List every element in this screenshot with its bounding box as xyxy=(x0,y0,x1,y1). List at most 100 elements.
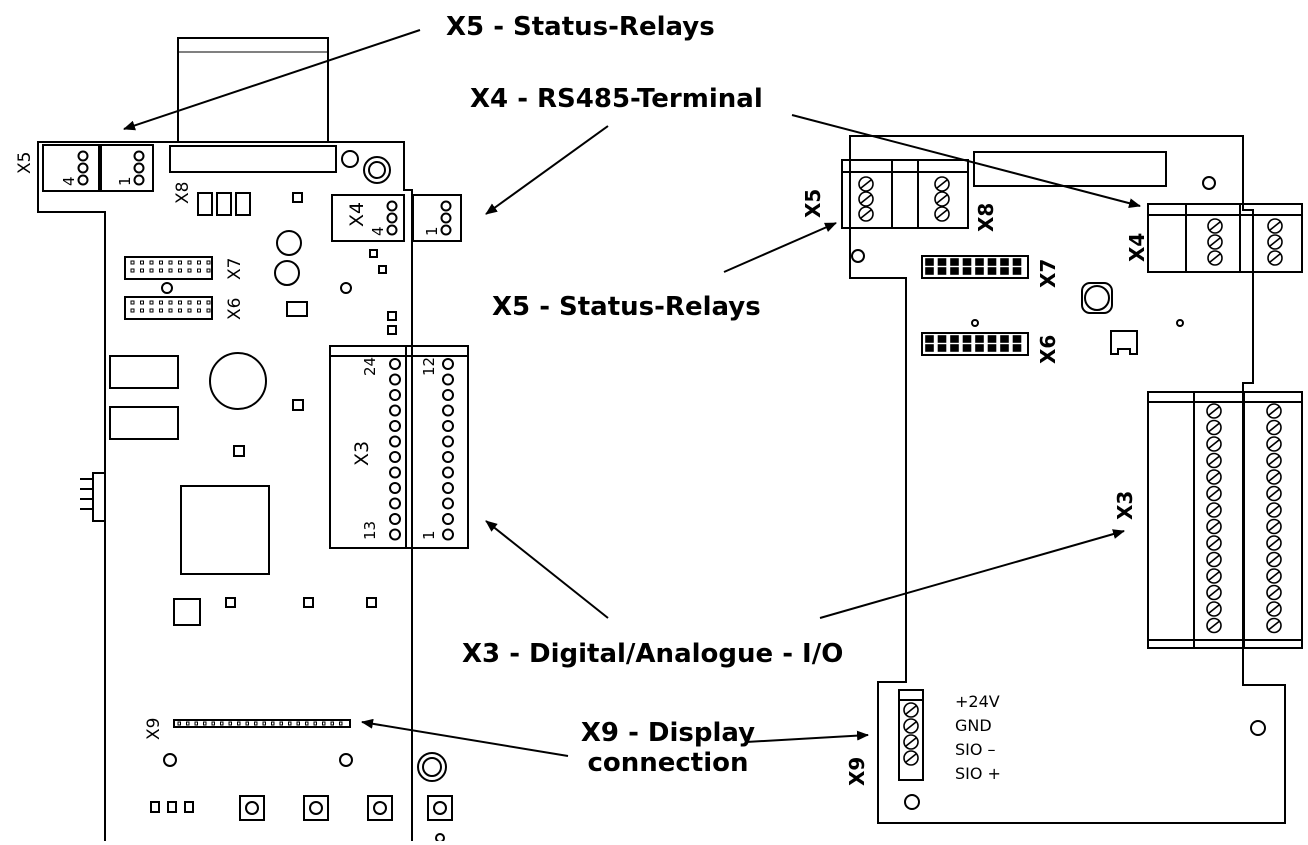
x3-pin xyxy=(389,466,401,479)
x3-pin xyxy=(389,482,401,494)
right-label-x9: X9 xyxy=(845,757,869,786)
header-pin xyxy=(950,258,959,266)
terminal-screw xyxy=(1206,436,1222,452)
terminal-screw xyxy=(858,191,874,207)
x9-pin xyxy=(254,721,258,726)
x9-pin xyxy=(339,721,343,726)
left-pin-label: 24 xyxy=(361,357,379,376)
left-label-x5: X5 xyxy=(15,152,35,174)
terminal-screw xyxy=(1207,250,1223,266)
terminal-screw xyxy=(1266,617,1282,634)
header-pin xyxy=(187,260,192,265)
arrow-x3-right xyxy=(819,529,1125,619)
header-pin xyxy=(140,268,144,273)
x9-pin xyxy=(330,721,334,726)
x9-pin xyxy=(186,721,190,726)
header-pin xyxy=(925,344,934,352)
header-pin xyxy=(197,300,201,305)
x9-pin xyxy=(228,721,232,726)
header-pin xyxy=(178,308,182,313)
callout-x3-digital-analogue-io: X3 - Digital/Analogue - I/O xyxy=(462,639,844,669)
x3-pin xyxy=(442,373,454,386)
header-pin xyxy=(987,344,997,352)
terminal-screw xyxy=(1266,419,1282,436)
header-pin xyxy=(1000,258,1009,266)
x3-pin xyxy=(442,451,454,463)
header-pin xyxy=(140,300,144,305)
terminal-screw xyxy=(1267,218,1283,234)
terminal-screw-slot xyxy=(905,721,917,731)
terminal-screw-slot xyxy=(1268,571,1280,581)
x3-pin xyxy=(442,482,454,494)
x3-pin xyxy=(389,404,401,417)
terminal-screw xyxy=(1206,518,1222,535)
header-pin xyxy=(962,344,972,352)
right-x9-pin-labels: +24V GND SIO – SIO + xyxy=(955,692,1001,783)
x9-pin-label: SIO + xyxy=(955,764,1001,783)
header-pin xyxy=(168,308,173,313)
terminal-screw xyxy=(1206,403,1222,419)
ribbon-cable xyxy=(177,37,329,143)
terminal-screw xyxy=(1206,551,1222,568)
terminal-screw xyxy=(1207,218,1223,234)
terminal-screw-slot xyxy=(1268,439,1280,449)
arrow-x9-left xyxy=(361,718,569,757)
left-mount-hole xyxy=(363,156,391,184)
header-pin xyxy=(975,267,984,275)
header-pin xyxy=(925,267,934,275)
callout-x4-rs485-terminal: X4 - RS485-Terminal xyxy=(470,84,763,114)
left-label-x8: X8 xyxy=(173,182,193,204)
terminal-screw xyxy=(903,718,919,734)
header-pin xyxy=(149,268,154,273)
terminal-screw xyxy=(1206,601,1222,617)
callout-x9-line2: connection xyxy=(587,748,749,778)
x3-pin xyxy=(389,435,401,448)
arrow-x5-top xyxy=(123,29,421,131)
terminal-screw xyxy=(858,206,874,222)
header-pin xyxy=(159,300,163,305)
header-pin xyxy=(178,268,182,273)
terminal-screw xyxy=(1206,568,1222,584)
left-board-labels: X5 X8 X4 X7 X6 X3 X9 4 1 4 1 24 12 13 1 xyxy=(15,152,441,740)
arrow-x4-right xyxy=(791,114,1141,209)
callout-x9-line1: X9 - Display xyxy=(580,718,756,748)
terminal-screw xyxy=(1266,485,1282,502)
left-label-x7: X7 xyxy=(225,258,245,280)
header-pin xyxy=(1000,335,1009,343)
terminal-screw-slot xyxy=(1268,505,1280,515)
header-pin xyxy=(950,344,959,352)
header-pin xyxy=(130,300,135,305)
header-pin xyxy=(937,267,947,275)
terminal-screw xyxy=(903,702,919,718)
terminal-screw-slot xyxy=(860,179,872,189)
right-x8-terminal xyxy=(917,159,969,229)
terminal-screw-slot xyxy=(1268,604,1280,614)
terminal-screw xyxy=(1266,535,1282,551)
terminal-screw xyxy=(1266,403,1282,419)
header-pin xyxy=(130,268,135,273)
left-x8-header xyxy=(169,145,337,173)
left-pin-label: 4 xyxy=(369,226,387,236)
terminal-screw-slot xyxy=(936,179,948,189)
left-button xyxy=(303,795,329,821)
header-pin xyxy=(187,300,192,305)
left-pin-label: 1 xyxy=(116,176,134,186)
x9-pin xyxy=(296,721,300,726)
left-pin-label: 13 xyxy=(361,521,379,540)
x3-pin xyxy=(442,358,454,370)
left-pin-label: 12 xyxy=(420,357,438,376)
header-pin xyxy=(168,260,173,265)
x9-pin xyxy=(322,721,326,726)
terminal-screw xyxy=(1206,452,1222,469)
left-x9-connector xyxy=(173,719,351,728)
header-pin xyxy=(159,308,163,313)
left-button xyxy=(239,795,265,821)
x3-pin xyxy=(389,389,401,401)
left-button xyxy=(427,795,453,821)
x3-pin xyxy=(442,404,454,417)
x3-pin xyxy=(442,435,454,448)
header-pin xyxy=(140,260,144,265)
right-label-x8: X8 xyxy=(974,203,998,232)
left-main-ic xyxy=(180,485,270,575)
terminal-screw-slot xyxy=(905,705,917,715)
